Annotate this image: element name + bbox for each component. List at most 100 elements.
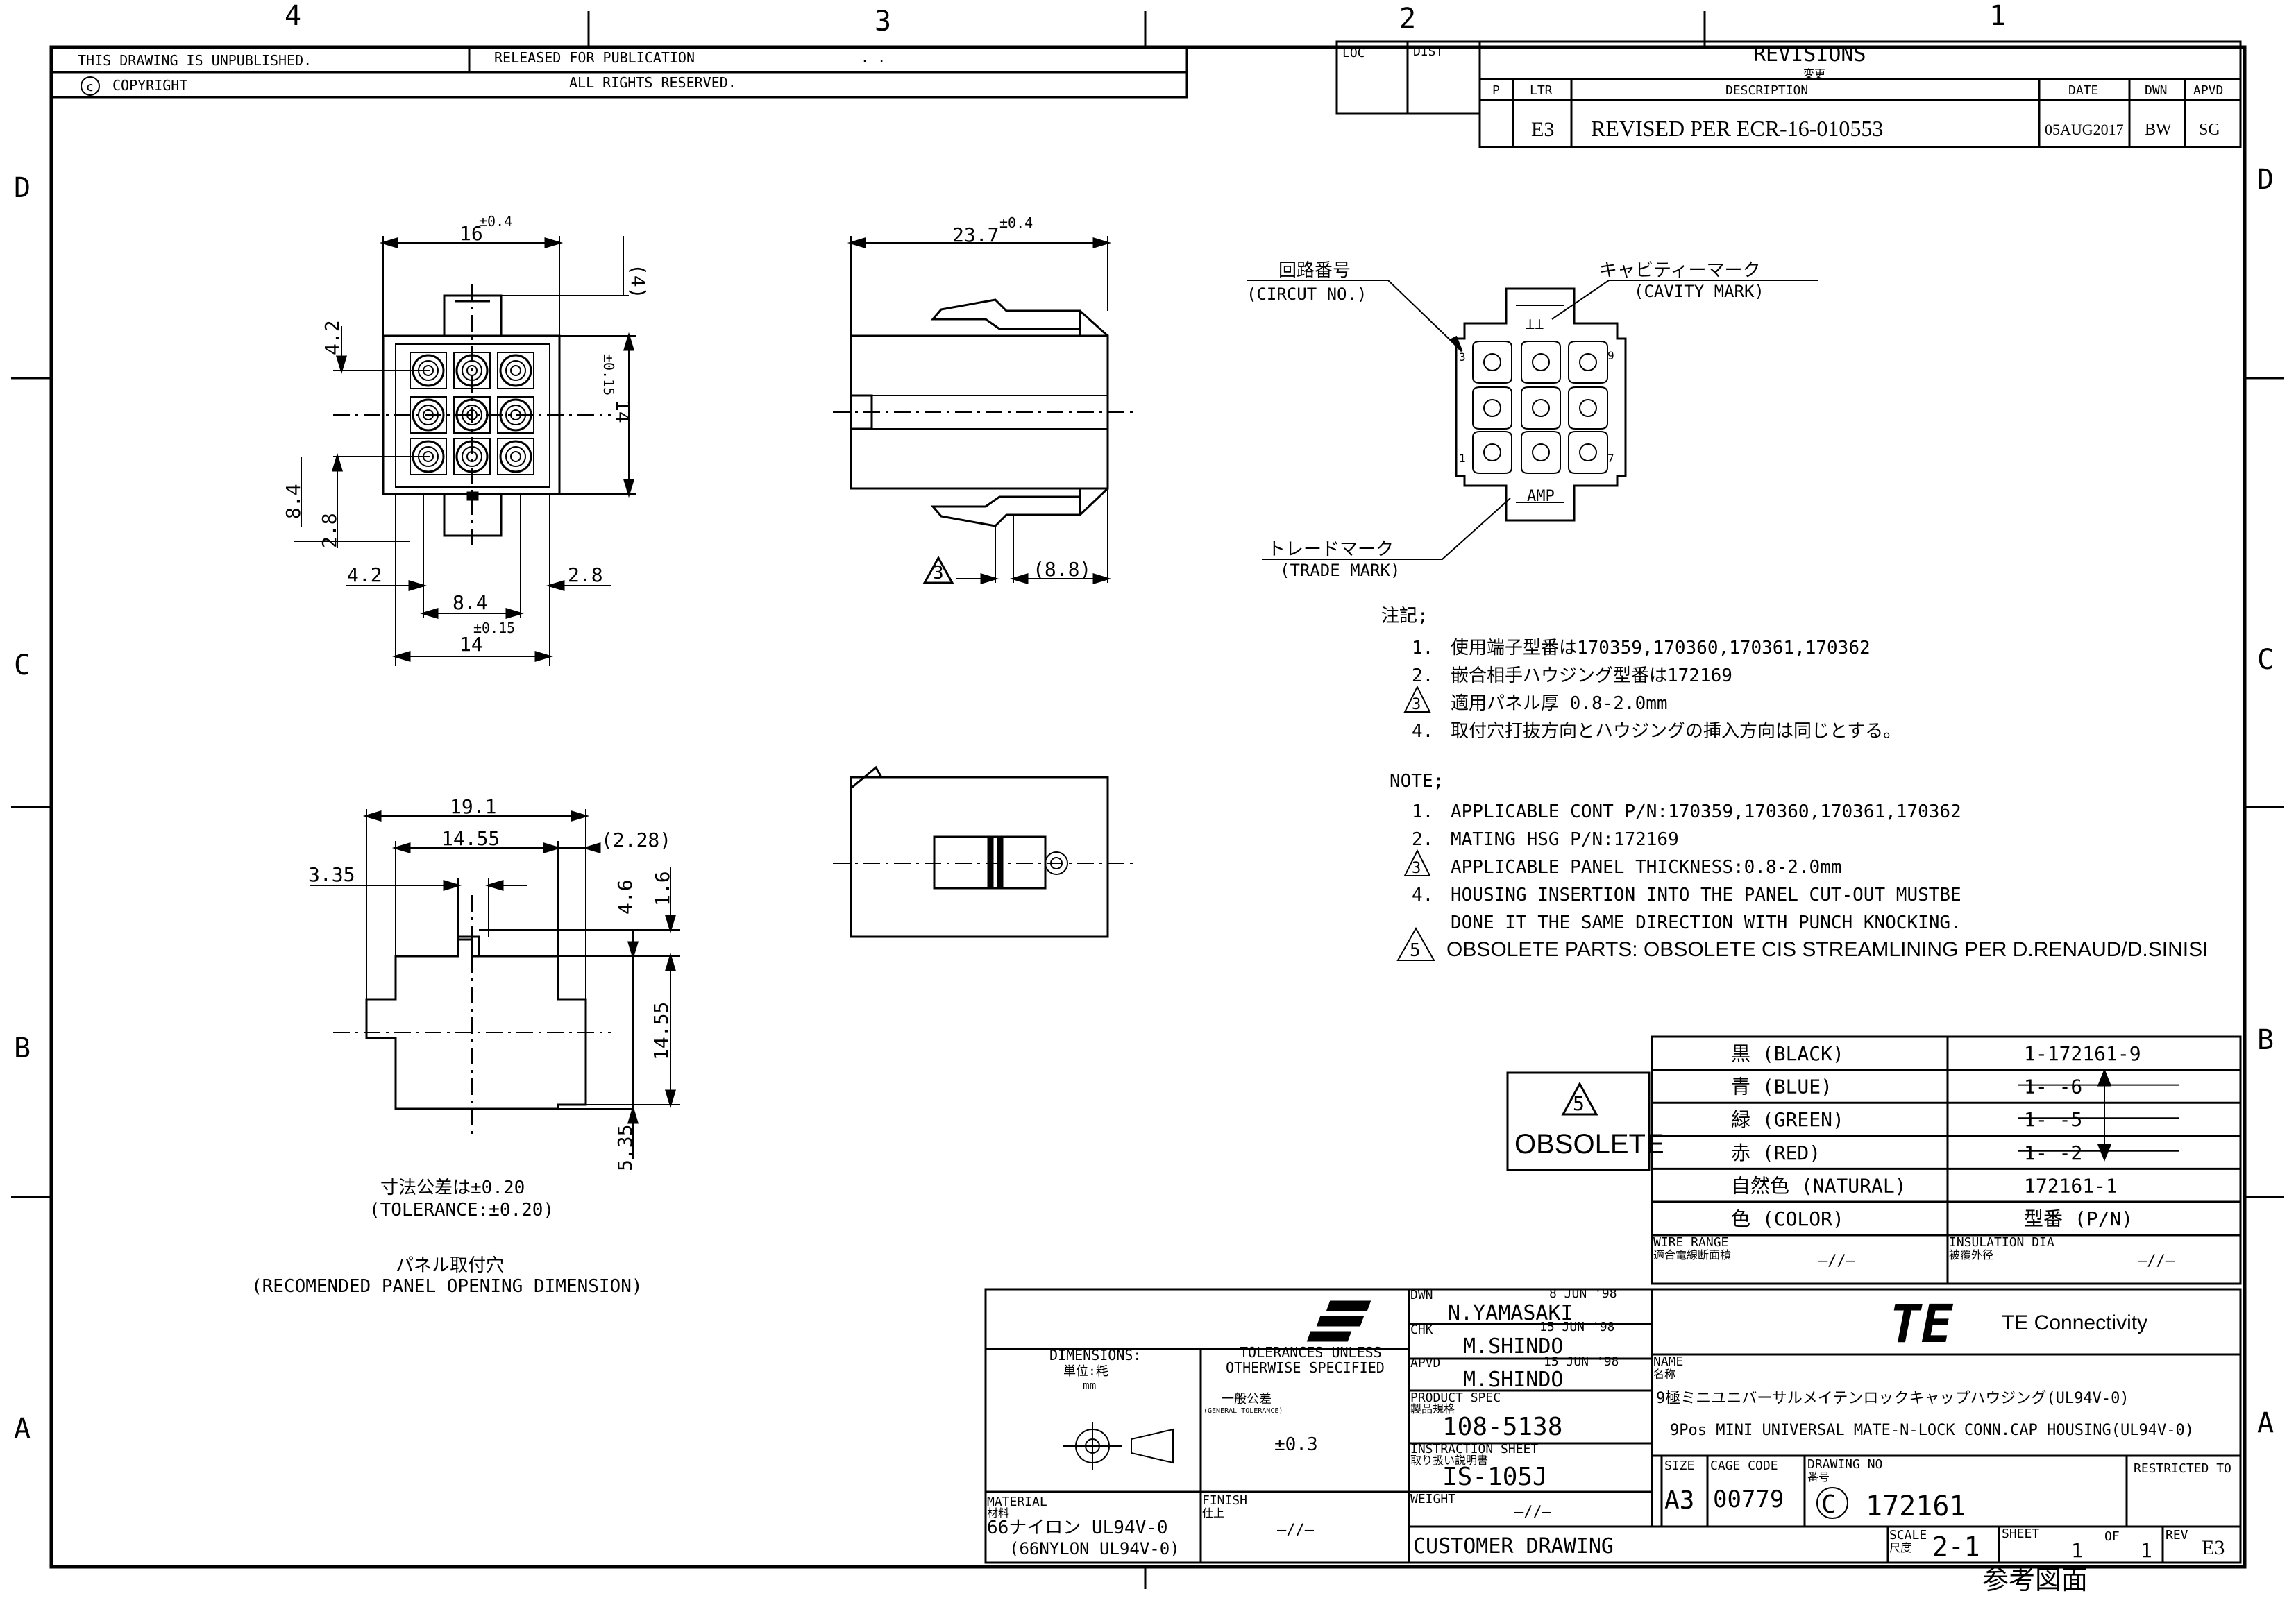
scale-value: 2-1 [1932, 1531, 1980, 1562]
front-view: 16 ±0.4 (4) ±0.15 14 4.2 8.4 2.8 [282, 213, 650, 666]
pin-label-1: 1 [1459, 452, 1466, 465]
dim-front-left-42: 4.2 [321, 320, 344, 355]
dim-side-length-tol: ±0.4 [999, 214, 1033, 231]
note-en-item: DONE IT THE SAME DIRECTION WITH PUNCH KN… [1451, 912, 1961, 933]
tolerance-en: (TOLERANCE:±0.20) [369, 1200, 554, 1221]
revisions-title: REVISIONS [1753, 42, 1866, 67]
spec-jp: 製品規格 [1410, 1402, 1455, 1416]
weight-label: WEIGHT [1410, 1492, 1455, 1506]
sheet-label: SHEET [2002, 1527, 2039, 1541]
note-jp-text: 使用端子型番は170359,170360,170361,170362 [1451, 638, 1871, 658]
notes-japanese: 注記; 1.使用端子型番は170359,170360,170361,170362… [1381, 606, 1901, 742]
note-jp-item: 2.嵌合相手ハウジング型番は172169 [1412, 665, 1732, 686]
dim-panel-46: 4.6 [614, 879, 636, 915]
panel-caption: (RECOMENDED PANEL OPENING DIMENSION) [251, 1276, 643, 1297]
rev-header-ltr: LTR [1530, 83, 1553, 98]
revisions-block: REVISIONS 変更 P LTR DESCRIPTION DATE DWN … [1478, 40, 2242, 148]
material-jp-label: 材料 [987, 1506, 1009, 1520]
dwn-name: N.YAMASAKI [1448, 1301, 1573, 1325]
dim-front-bottom-tol: ±0.15 [473, 620, 515, 636]
dim-front-width: 16 [459, 222, 483, 245]
callout-number-3: 3 [933, 563, 944, 584]
dimensions-label: DIMENSIONS: [1049, 1347, 1141, 1363]
released-text: RELEASED FOR PUBLICATION [494, 49, 695, 66]
name-jp-label: 名称 [1653, 1368, 1675, 1381]
trade-label-jp: トレードマーク [1267, 539, 1394, 560]
finish-jp-label: 仕上 [1202, 1506, 1224, 1520]
reference-drawing-jp: 参考図面 [1982, 1565, 2088, 1595]
size-value: A3 [1664, 1486, 1694, 1515]
insulation-label: INSULATION DIA [1949, 1235, 2054, 1250]
note-en-text: APPLICABLE CONT P/N:170359,170360,170361… [1451, 801, 1961, 822]
color-cell: 色 (COLOR) [1731, 1207, 1844, 1230]
note-en-number: 1. [1412, 801, 1433, 822]
copyright-text: COPYRIGHT [112, 77, 187, 94]
scale-label: SCALE [1889, 1528, 1927, 1543]
insulation-jp: 被覆外径 [1949, 1248, 1993, 1261]
note-en-number: 2. [1412, 829, 1433, 850]
grid-col-2: 2 [1399, 3, 1416, 35]
general-tol: (GENERAL TOLERANCE) [1204, 1407, 1283, 1415]
callout-triangle-3 [922, 555, 954, 584]
mating-cavity [1568, 431, 1608, 474]
dist-label: DIST [1413, 44, 1444, 59]
rev-header-apvd: APVD [2193, 83, 2223, 98]
panel-caption-jp: パネル取付穴 [396, 1255, 504, 1276]
dim-front-bottom-14: 14 [459, 633, 483, 656]
note-en-text: DONE IT THE SAME DIRECTION WITH PUNCH KN… [1451, 912, 1961, 933]
note-jp-text: 取付穴打抜方向とハウジングの挿入方向は同じとする。 [1451, 721, 1901, 742]
grid-row-d-right: D [2257, 164, 2274, 196]
dim-front-left-84: 8.4 [282, 484, 305, 519]
finish-value: —//— [1277, 1522, 1315, 1539]
mating-cavity [1521, 341, 1561, 384]
copyright-letter: c [86, 80, 94, 94]
of-value: 1 [2141, 1539, 2152, 1562]
mating-cavity [1568, 341, 1608, 384]
wire-range-label: WIRE RANGE [1653, 1235, 1728, 1250]
dwgno-label: DRAWING NO [1807, 1457, 1882, 1472]
cage-label: CAGE CODE [1710, 1459, 1778, 1473]
dim-front-bottom-42: 4.2 [347, 563, 382, 586]
rev-value: E3 [2202, 1536, 2225, 1559]
side-view: 23.7 ±0.4 3 (8.8) [833, 214, 1138, 585]
publication-header: THIS DRAWING IS UNPUBLISHED. RELEASED FO… [50, 46, 1188, 99]
unit-jp: 単位:粍 [1063, 1364, 1108, 1379]
color-table-row: 自然色 (NATURAL) 172161-1 [1731, 1174, 2118, 1197]
dim-front-width-tol: ±0.4 [479, 213, 512, 230]
instr-value: IS-105J [1442, 1463, 1548, 1491]
pin-label-3: 3 [1459, 350, 1466, 364]
dwn-date: 8 JUN '98 [1549, 1286, 1617, 1301]
company-name: TE Connectivity [2002, 1311, 2147, 1334]
apvd-date: 15 JUN '98 [1544, 1354, 1619, 1369]
rev-row-dwn: BW [2145, 121, 2172, 139]
pn-cell: 1-172161-9 [2024, 1042, 2141, 1065]
grid-row-a-right: A [2257, 1407, 2274, 1439]
note-jp-text: 適用パネル厚 0.8-2.0mm [1451, 693, 1668, 714]
pn-cell: 172161-1 [2024, 1174, 2118, 1197]
dim-front-top: (4) [627, 264, 650, 299]
title-block: DIMENSIONS: 単位:粍 mm TOLERANCES UNLESS OT… [984, 1286, 2242, 1564]
part-name-jp: 9極ミニユニバーサルメイテンロックキャップハウジング(UL94V-0) [1656, 1390, 2129, 1407]
color-cell: 青 (BLUE) [1731, 1076, 1832, 1098]
panel-opening-view: 19.1 14.55 (2.28) 3.35 4.6 1.6 14.55 [251, 795, 680, 1297]
color-table-row: 青 (BLUE) 1- -6 [1731, 1076, 2179, 1098]
amp-mark: AMP [1527, 488, 1555, 505]
dim-front-left-28: 2.8 [318, 513, 341, 548]
color-cell: 黒 (BLACK) [1731, 1042, 1844, 1065]
rev-row-ltr: E3 [1531, 118, 1554, 141]
finish-label: FINISH [1202, 1493, 1247, 1508]
grid-col-1: 1 [1989, 0, 2006, 32]
color-cell: 自然色 (NATURAL) [1731, 1174, 1907, 1197]
pn-cell: 1- -6 [2024, 1076, 2082, 1098]
apvd-name: M.SHINDO [1463, 1368, 1564, 1392]
wire-range-jp: 適合電線断面積 [1653, 1248, 1731, 1261]
color-cell: 緑 (GREEN) [1731, 1108, 1844, 1131]
front-cavity [497, 438, 534, 475]
rev-row-description: REVISED PER ECR-16-010553 [1591, 116, 1883, 141]
instr-jp: 取り扱い説明書 [1410, 1454, 1488, 1467]
insulation-value: —//— [2138, 1252, 2175, 1270]
note-jp-text: 嵌合相手ハウジング型番は172169 [1451, 665, 1732, 686]
color-table-row: 色 (COLOR)型番 (P/N) [1731, 1207, 2133, 1230]
